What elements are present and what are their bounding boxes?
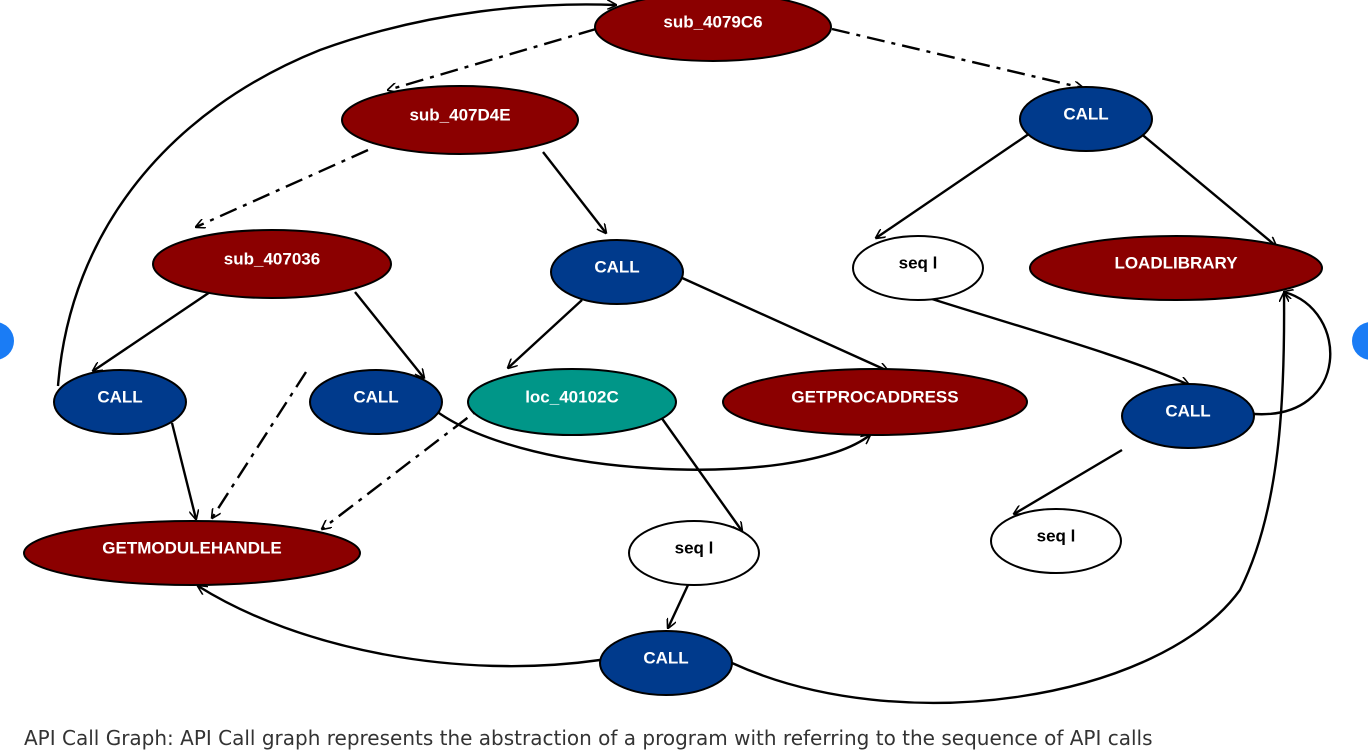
edge-seq_top_right-to-call_right	[931, 297, 1189, 385]
edge-sub_407D4E-to-sub_407036	[196, 148, 369, 227]
edge-seq_mid-to-call_bottom	[668, 584, 690, 628]
edge-call_right-to-loadlibrary	[1253, 292, 1332, 416]
node-shape	[1019, 86, 1153, 152]
node-shape	[23, 520, 361, 586]
node-shape	[550, 239, 684, 305]
node-seq-mid: seq l	[628, 520, 760, 586]
edge-sub_4079C6-to-call_top_right	[831, 27, 1083, 88]
node-sub-407d4e: sub_407D4E	[341, 85, 579, 155]
node-call-mid: CALL	[550, 239, 684, 305]
node-seq-right: seq l	[990, 508, 1122, 574]
edge-call_top_right-to-loadlibrary	[1132, 126, 1276, 246]
node-label: CALL	[97, 387, 142, 406]
edge-loc_40102C-to-getmodulehandle	[322, 395, 497, 529]
node-label: sub_407D4E	[409, 105, 510, 124]
edge-sub_407036-to-call_left	[93, 289, 214, 371]
node-label: GETMODULEHANDLE	[102, 538, 281, 557]
edge-call_left-to-sub_4079C6	[56, 4, 616, 387]
node-label: LOADLIBRARY	[1114, 253, 1238, 272]
node-label: GETPROCADDRESS	[791, 387, 958, 406]
node-getprocaddress: GETPROCADDRESS	[722, 368, 1028, 436]
edge-sub_407036-to-call_left2	[354, 291, 424, 378]
edge-call_left-to-getmodulehandle	[170, 422, 196, 519]
edge-call_mid-to-getprocaddress	[679, 275, 888, 371]
node-call-left: CALL	[53, 369, 187, 435]
node-shape	[53, 369, 187, 435]
edge-call_left2-to-getprocaddress	[424, 401, 870, 471]
edge-call_bottom-to-loadlibrary	[731, 293, 1284, 705]
node-label: seq l	[899, 253, 938, 272]
node-shape	[594, 0, 832, 62]
carousel-next-button[interactable]	[1352, 322, 1368, 360]
node-shape	[722, 368, 1028, 436]
node-label: CALL	[353, 387, 398, 406]
node-label: sub_407036	[224, 249, 320, 268]
node-loc-40102c: loc_40102C	[467, 368, 677, 436]
node-label: loc_40102C	[525, 387, 619, 406]
node-label: CALL	[1165, 401, 1210, 420]
node-loadlibrary: LOADLIBRARY	[1029, 235, 1323, 301]
node-sub-407036: sub_407036	[152, 229, 392, 299]
node-seq-top-right: seq l	[852, 235, 984, 301]
figure-caption: API Call Graph: API Call graph represent…	[24, 726, 1153, 750]
edge-sub_4079C6-to-sub_407D4E	[388, 27, 597, 90]
node-shape	[1029, 235, 1323, 301]
node-label: CALL	[594, 257, 639, 276]
node-call-bottom: CALL	[599, 630, 733, 696]
edge-call_left2-to-getmodulehandle	[212, 371, 308, 518]
node-shape	[309, 369, 443, 435]
node-label: seq l	[675, 538, 714, 557]
node-call-left2: CALL	[309, 369, 443, 435]
edge-call_top_right-to-seq_top_right	[876, 126, 1040, 238]
node-shape	[467, 368, 677, 436]
node-getmodulehandle: GETMODULEHANDLE	[23, 520, 361, 586]
edge-sub_407D4E-to-call_mid	[542, 151, 606, 233]
node-label: sub_4079C6	[663, 12, 762, 31]
edge-call_right-to-seq_right	[1014, 448, 1123, 514]
node-shape	[599, 630, 733, 696]
node-label: seq l	[1037, 526, 1076, 545]
node-label: CALL	[643, 648, 688, 667]
node-shape	[990, 508, 1122, 574]
node-shape	[1121, 383, 1255, 449]
edge-call_bottom-to-getmodulehandle	[198, 586, 601, 668]
node-shape	[341, 85, 579, 155]
node-shape	[628, 520, 760, 586]
node-label: CALL	[1063, 104, 1108, 123]
node-sub-4079c6: sub_4079C6	[594, 0, 832, 62]
node-call-top-right: CALL	[1019, 86, 1153, 152]
carousel-prev-button[interactable]	[0, 322, 14, 360]
edge-call_mid-to-loc_40102C	[508, 299, 583, 368]
node-shape	[852, 235, 984, 301]
node-call-right: CALL	[1121, 383, 1255, 449]
node-shape	[152, 229, 392, 299]
